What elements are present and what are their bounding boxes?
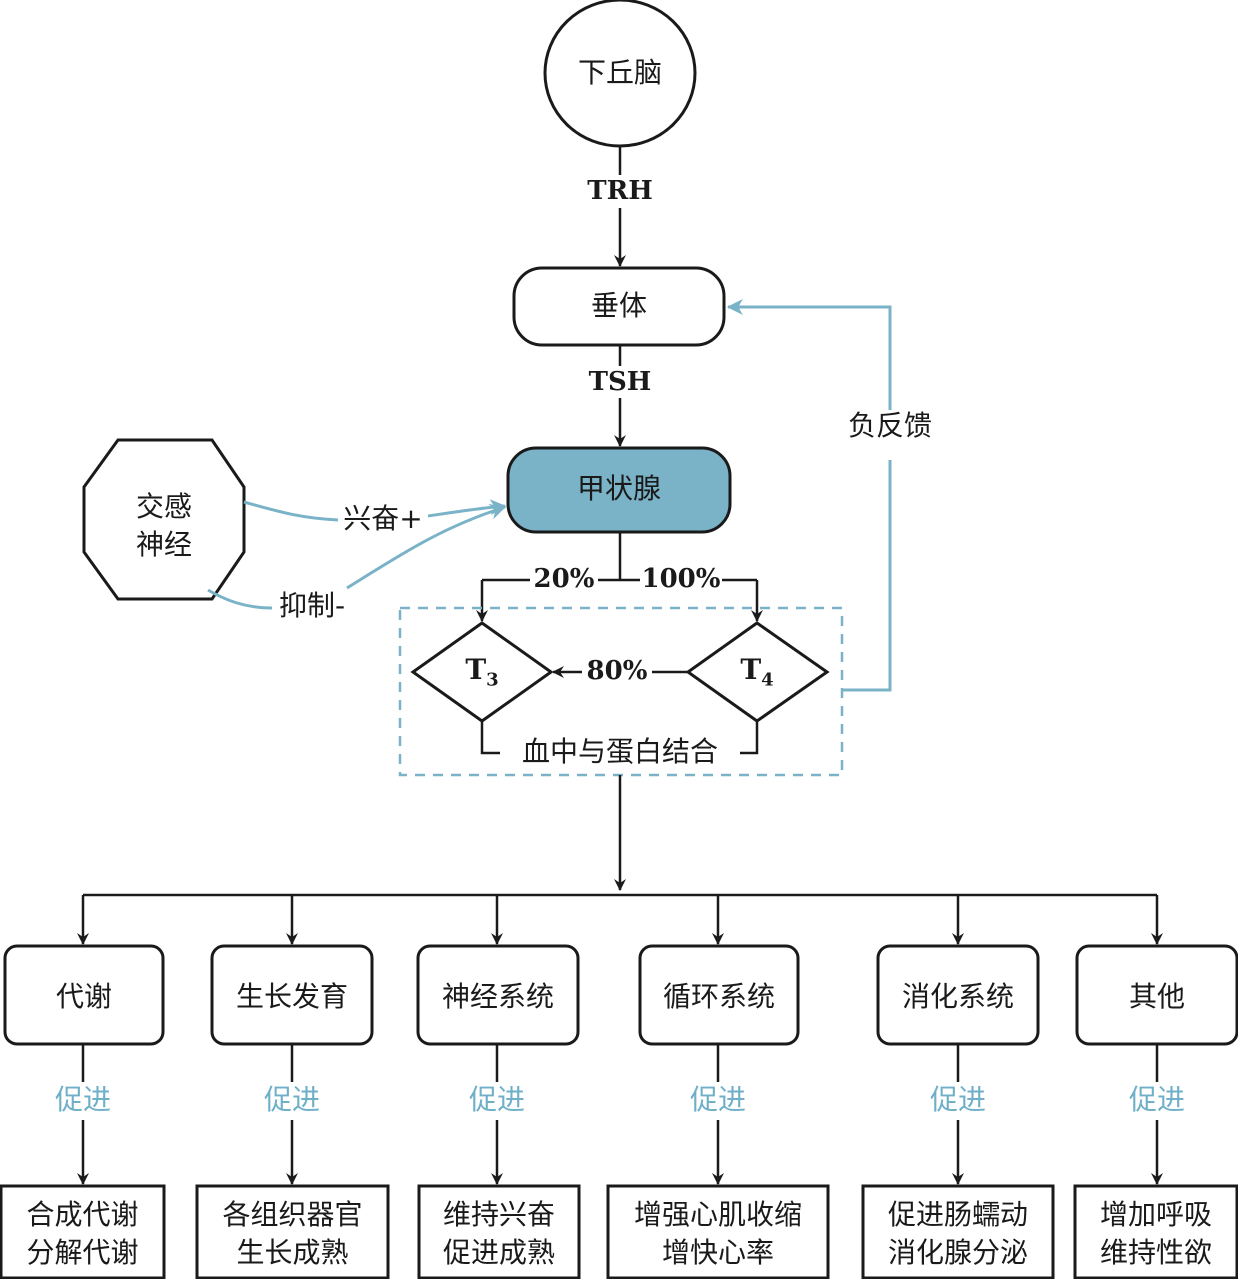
promote-label: 促进 bbox=[929, 1083, 986, 1116]
pituitary-label: 垂体 bbox=[590, 289, 647, 322]
result-line-1: 消化腺分泌 bbox=[887, 1236, 1028, 1269]
hypothalamus-label: 下丘脑 bbox=[577, 56, 662, 89]
excite-curve bbox=[243, 500, 339, 522]
sympathetic-label-line2: 神经 bbox=[135, 528, 192, 561]
result-line-0: 合成代谢 bbox=[26, 1198, 139, 1231]
system-label: 生长发育 bbox=[235, 980, 348, 1013]
protein-binding-label: 血中与蛋白结合 bbox=[521, 735, 718, 768]
feedback-label: 负反馈 bbox=[847, 409, 932, 442]
sympathetic-label-line1: 交感 bbox=[135, 490, 192, 523]
excite-label: 兴奋+ bbox=[343, 502, 423, 535]
protein-bracket-right bbox=[740, 721, 759, 755]
system-label: 循环系统 bbox=[662, 980, 775, 1013]
sympathetic-label: 交感 神经 bbox=[84, 488, 244, 564]
promote-label: 促进 bbox=[468, 1083, 525, 1116]
conversion-percent-label: 80% bbox=[586, 656, 648, 686]
result-label: 促进肠蠕动消化腺分泌 bbox=[862, 1196, 1054, 1272]
result-label: 维持兴奋促进成熟 bbox=[418, 1196, 580, 1272]
feedback-line bbox=[842, 460, 892, 692]
result-label: 增强心肌收缩增快心率 bbox=[607, 1196, 829, 1272]
result-box-0 bbox=[0, 1184, 166, 1279]
t3-percent-label: 20% bbox=[533, 564, 595, 594]
result-label: 增加呼吸维持性欲 bbox=[1074, 1196, 1238, 1272]
sympathetic-node bbox=[82, 438, 246, 601]
promote-label: 促进 bbox=[689, 1083, 746, 1116]
t3-label-main: T bbox=[465, 653, 487, 686]
protein-bracket-left bbox=[480, 721, 500, 755]
t4-percent-label: 100% bbox=[641, 564, 721, 594]
trh-label: TRH bbox=[570, 178, 670, 204]
result-line-0: 各组织器官 bbox=[222, 1198, 363, 1231]
promote-label: 促进 bbox=[263, 1083, 320, 1116]
result-line-1: 分解代谢 bbox=[26, 1236, 139, 1269]
inhibit-arrow bbox=[346, 503, 507, 590]
tsh-label: TSH bbox=[570, 369, 670, 395]
result-line-0: 增强心肌收缩 bbox=[633, 1198, 802, 1231]
inhibit-curve bbox=[207, 588, 273, 610]
t4-label: T4 bbox=[727, 656, 787, 690]
feedback-arrow bbox=[726, 299, 892, 410]
result-line-1: 促进成熟 bbox=[442, 1236, 555, 1269]
result-box-1 bbox=[195, 1184, 390, 1279]
result-line-1: 维持性欲 bbox=[1099, 1236, 1212, 1269]
system-label: 神经系统 bbox=[441, 980, 554, 1013]
t3-label-sub: 3 bbox=[486, 669, 499, 691]
t4-label-sub: 4 bbox=[761, 669, 774, 691]
result-box-4 bbox=[861, 1184, 1055, 1279]
result-label: 各组织器官生长成熟 bbox=[196, 1196, 389, 1272]
system-label: 其他 bbox=[1128, 980, 1185, 1013]
result-box-5 bbox=[1073, 1184, 1238, 1279]
t4-label-main: T bbox=[740, 653, 762, 686]
result-box-2 bbox=[417, 1184, 581, 1279]
promote-label: 促进 bbox=[1128, 1083, 1185, 1116]
system-label: 消化系统 bbox=[901, 980, 1014, 1013]
system-label: 代谢 bbox=[55, 980, 112, 1013]
result-line-1: 增快心率 bbox=[661, 1236, 774, 1269]
result-line-1: 生长成熟 bbox=[236, 1236, 349, 1269]
t3-label: T3 bbox=[452, 656, 512, 690]
inhibit-label: 抑制- bbox=[278, 589, 346, 622]
result-line-0: 促进肠蠕动 bbox=[887, 1198, 1028, 1231]
result-box-3 bbox=[606, 1184, 830, 1279]
result-line-0: 增加呼吸 bbox=[1099, 1198, 1212, 1231]
promote-label: 促进 bbox=[54, 1083, 111, 1116]
result-label: 合成代谢分解代谢 bbox=[0, 1196, 165, 1272]
result-line-0: 维持兴奋 bbox=[442, 1198, 555, 1231]
thyroid-label: 甲状腺 bbox=[576, 472, 661, 505]
